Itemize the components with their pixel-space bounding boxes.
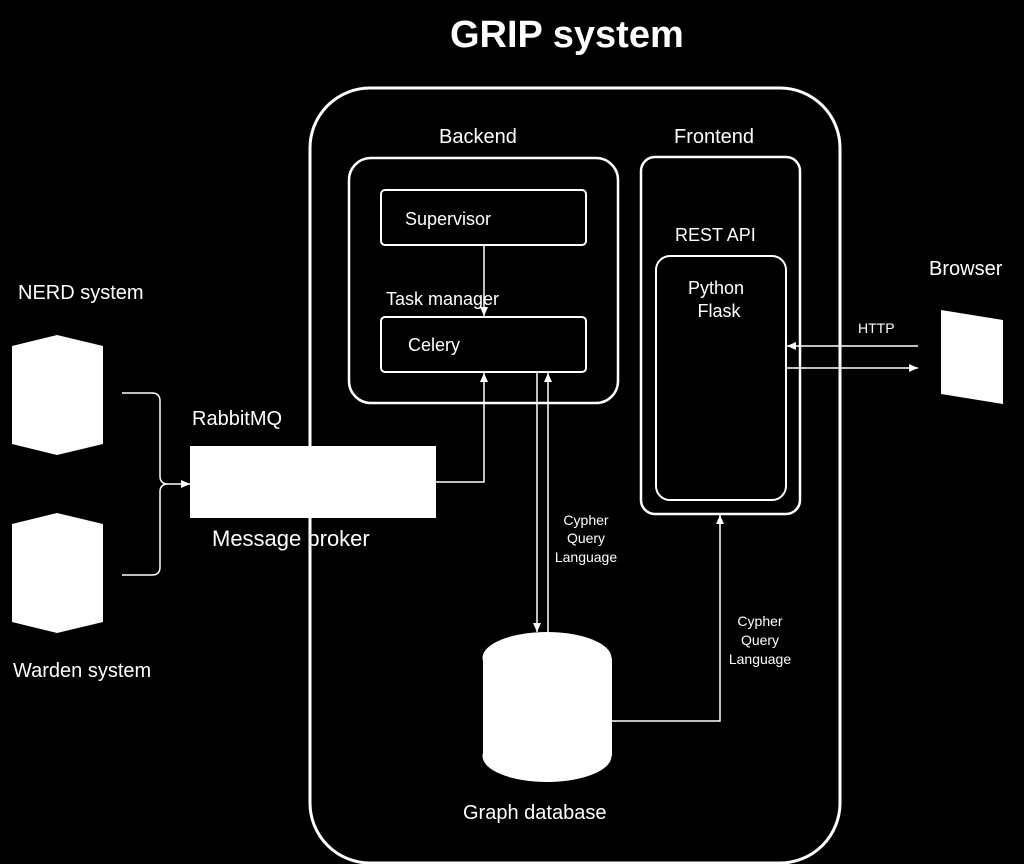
cypher-frontend-line1: Cypher [737,613,783,629]
frontend-box [639,155,802,516]
task-manager-label: Task manager [386,289,500,309]
backend-label: Backend [439,126,517,148]
page-title: GRIP system [450,14,684,56]
db-to-frontend-arrow [612,515,724,722]
graph-database-node [482,632,612,782]
nerd-system-label: NERD system [18,282,144,304]
systems-bracket [122,392,169,576]
cypher-frontend-line2: Query [740,632,780,648]
python-flask-box [655,255,787,501]
cypher-backend-line2: Query [566,530,606,546]
python-label: Python [687,278,745,298]
http-label: HTTP [858,320,895,336]
frontend-label: Frontend [674,126,755,148]
flask-label: Flask [697,301,741,321]
rest-api-label: REST API [675,225,756,245]
rabbitmq-label: RabbitMQ [192,408,283,430]
celery-box [380,316,587,373]
graph-database-label: Graph database [463,802,607,824]
cypher-backend-line1: Cypher [563,512,609,528]
supervisor-label: Supervisor [405,209,492,229]
message-broker-label: Message broker [212,526,370,551]
cypher-frontend-line3: Language [728,651,792,667]
rabbitmq-to-celery-arrow [436,373,488,483]
warden-system-node [12,513,103,633]
cypher-backend-line3: Language [554,549,618,565]
rabbitmq-box [190,446,436,518]
warden-system-label: Warden system [13,660,152,682]
nerd-system-node [12,335,103,455]
celery-label: Celery [408,335,461,355]
browser-node [941,310,1003,404]
browser-label: Browser [929,258,1003,280]
